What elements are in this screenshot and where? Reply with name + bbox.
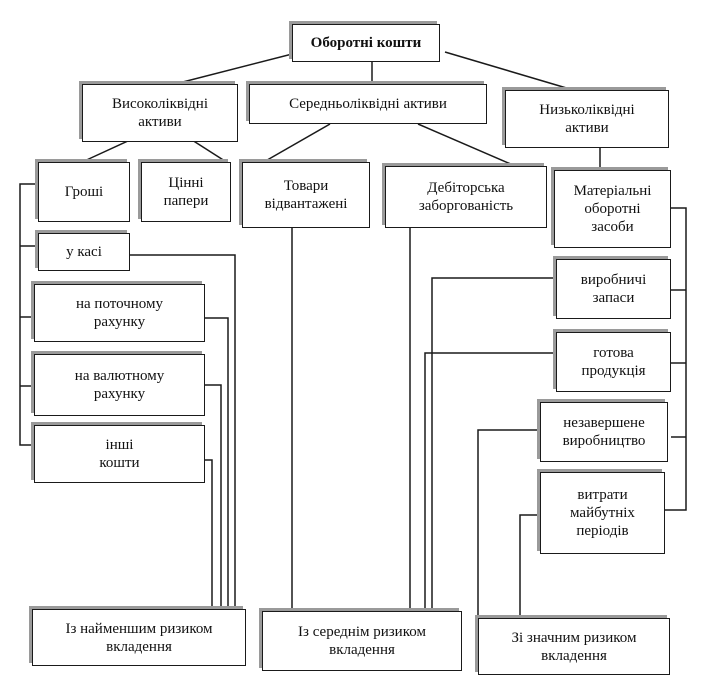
box-significant-risk: Зі значним ризиком вкладення	[478, 618, 670, 675]
group-high-liquid: Високоліквідні активи	[82, 84, 238, 142]
box-money: Гроші	[38, 162, 130, 222]
box-future-expenses: витрати майбутніх періодів	[540, 472, 665, 554]
box-work-in-progress: незавершене виробництво	[540, 402, 668, 462]
box-receivables: Дебіторська заборгованість	[385, 166, 547, 228]
box-material-assets: Матеріальні оборотні засоби	[554, 170, 671, 248]
box-current-account: на поточному рахунку	[34, 284, 205, 342]
group-medium-liquid: Середньоліквідні активи	[249, 84, 487, 124]
box-other-funds: інші кошти	[34, 425, 205, 483]
box-production-stocks: виробничі запаси	[556, 259, 671, 319]
group-low-liquid: Низьколіквідні активи	[505, 90, 669, 148]
box-lowest-risk: Із найменшим ризиком вкладення	[32, 609, 246, 666]
box-goods-shipped: Товари відвантажені	[242, 162, 370, 228]
box-securities: Цінні папери	[141, 162, 231, 222]
box-currency-account: на валютному рахунку	[34, 354, 205, 416]
box-medium-risk: Із середнім ризиком вкладення	[262, 611, 462, 671]
root-box: Оборотні кошти	[292, 24, 440, 62]
box-cash: у касі	[38, 233, 130, 271]
box-finished-products: готова продукція	[556, 332, 671, 392]
